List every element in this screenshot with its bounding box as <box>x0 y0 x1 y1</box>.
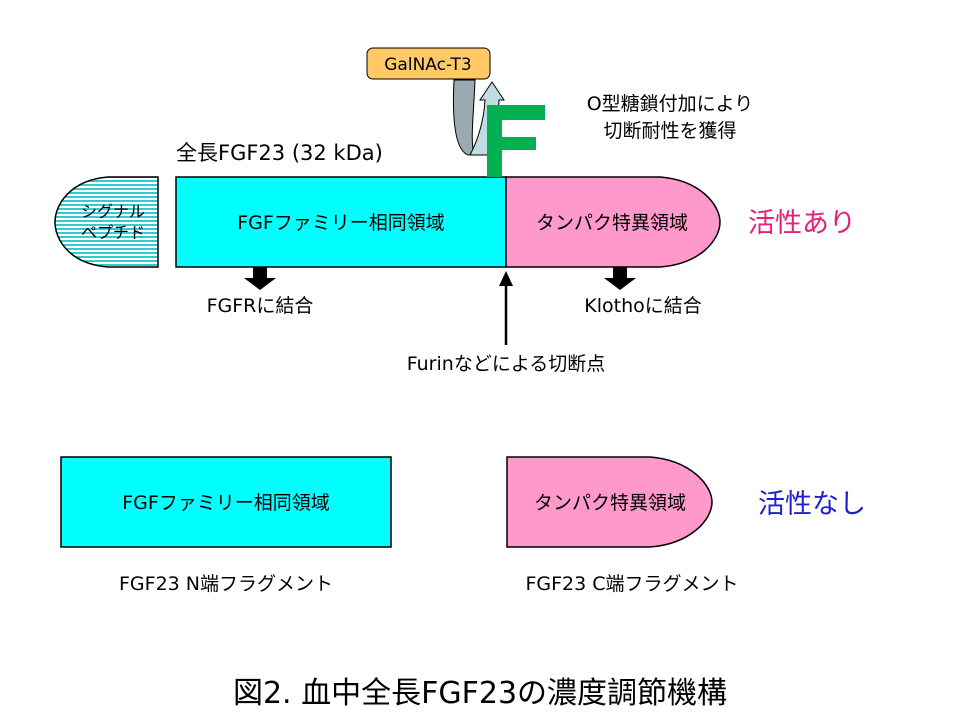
full-length-title: 全長FGF23 (32 kDa) <box>176 141 383 165</box>
fgf-domain-label: FGFファミリー相同領域 <box>237 212 445 234</box>
signal-peptide-label-line2: ペプチド <box>81 223 145 242</box>
c-terminal-fragment-shape <box>506 456 713 548</box>
c-terminal-fragment-domain-label: タンパク特異領域 <box>534 492 686 514</box>
cleavage-site-label: Furinなどによる切断点 <box>407 353 606 375</box>
activity-active-label: 活性あり <box>748 208 856 239</box>
figure-caption: 図2. 血中全長FGF23の濃度調節機構 <box>233 676 727 711</box>
protein-specific-domain-shape <box>505 176 721 268</box>
glycosylation-marker-icon <box>487 105 545 177</box>
n-terminal-fragment-shape <box>60 456 392 548</box>
fgf-domain-shape <box>175 176 507 268</box>
n-terminal-fragment-domain-label: FGFファミリー相同領域 <box>122 492 330 514</box>
signal-peptide-shape <box>54 176 159 268</box>
cleavage-arrow-head-icon <box>499 271 513 286</box>
protein-specific-domain-label: タンパク特異領域 <box>536 212 688 234</box>
galnac-t3-label: GalNAc-T3 <box>384 55 471 75</box>
activity-inactive-label: 活性なし <box>758 489 866 520</box>
galnac-t3-box <box>366 47 491 80</box>
fgfr-binding-label: FGFRに結合 <box>207 295 314 317</box>
n-terminal-fragment-label: FGF23 N端フラグメント <box>119 573 333 595</box>
fgfr-binding-arrow-icon <box>244 267 276 290</box>
signal-peptide-label-line1: シグナル <box>81 202 145 221</box>
klotho-binding-arrow-icon <box>604 267 636 290</box>
glycosylation-note-line1: O型糖鎖付加により <box>587 93 754 115</box>
c-terminal-fragment-label: FGF23 C端フラグメント <box>525 573 738 595</box>
glycosylation-note-line2: 切断耐性を獲得 <box>603 120 736 142</box>
klotho-binding-label: Klothoに結合 <box>584 295 701 317</box>
curved-arrow-down <box>452 79 476 156</box>
